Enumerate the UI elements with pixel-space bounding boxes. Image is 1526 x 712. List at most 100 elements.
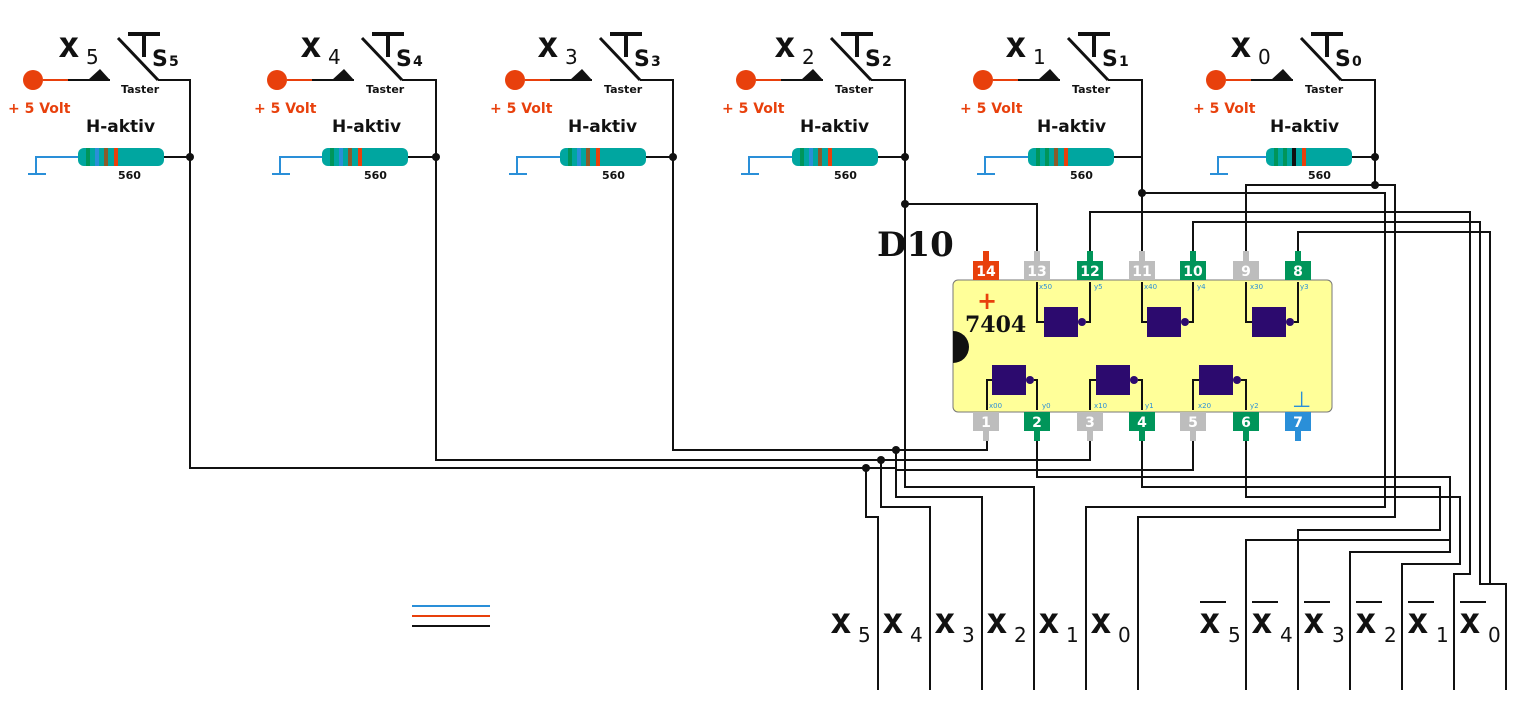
ic-7404: D10 + 7404 ⊥ (877, 225, 1333, 441)
output-name: x (1407, 601, 1429, 642)
output-label-not-x5: x 5 (1199, 601, 1241, 647)
resistor-value: 560 (834, 169, 857, 182)
ground-icon (1210, 156, 1266, 175)
input-label-sub: 2 (802, 45, 815, 69)
haktiv-label: H-aktiv (332, 117, 401, 137)
resistor-value: 560 (1070, 169, 1093, 182)
output-sub: 3 (1332, 623, 1345, 647)
ic-pin-8: 8 y3 (1285, 251, 1311, 291)
output-sub: 1 (1436, 623, 1449, 647)
ic-plus-symbol: + (977, 286, 997, 315)
pin-label: y3 (1300, 283, 1309, 291)
output-label-x2: x 2 (986, 601, 1027, 647)
switch-label-sub: 1 (1119, 54, 1129, 70)
power-terminal-icon (973, 70, 993, 90)
output-sub: 1 (1066, 623, 1079, 647)
legend-lines (412, 605, 490, 627)
output-sub: 2 (1014, 623, 1027, 647)
input-group-x4: x 4 S 4 Taster + 5 Volt H-aktiv 560 (254, 25, 440, 182)
resistor-value: 560 (118, 169, 141, 182)
resistor-icon (560, 148, 646, 166)
inverter-gate-top-1 (1036, 282, 1091, 337)
ic-pin-6: y2 6 (1233, 402, 1259, 441)
switch-contact-icon (332, 69, 354, 80)
pin-label: y0 (1042, 402, 1051, 410)
switch-label-sub: 3 (651, 54, 661, 70)
input-label-sub: 3 (565, 45, 578, 69)
switch-label: S (152, 47, 168, 72)
input-label-x: x (774, 25, 796, 66)
output-sub: 4 (1280, 623, 1293, 647)
ic-pin-12: 12 y5 (1077, 251, 1103, 291)
ic-designator: D10 (877, 225, 954, 265)
input-group-x2: x 2 S 2 Taster + 5 Volt H-aktiv 560 (722, 25, 909, 182)
ground-icon (272, 156, 322, 175)
ic-pin-13: 13 x50 (1024, 251, 1052, 291)
input-label-x: x (537, 25, 559, 66)
input-group-x0: x 0 S 0 Taster + 5 Volt H-aktiv 560 (1193, 25, 1379, 182)
output-name: x (830, 601, 852, 642)
ic-pin-4: y1 4 (1129, 402, 1155, 441)
switch-lever-icon (116, 36, 160, 82)
resistor-icon (1266, 148, 1352, 166)
switch-lever-icon (829, 36, 873, 82)
switch-lever-icon (598, 36, 642, 82)
switch-contact-icon (1271, 69, 1293, 80)
inverter-gate-top-2 (1141, 282, 1194, 337)
inverter-gate-bottom-1 (986, 365, 1038, 410)
pin-number: 5 (1188, 415, 1198, 431)
output-sub: 4 (910, 623, 923, 647)
output-sub: 3 (962, 623, 975, 647)
output-name: x (1355, 601, 1377, 642)
output-name: x (1199, 601, 1221, 642)
output-sub: 5 (858, 623, 871, 647)
switch-label-sub: 5 (169, 54, 179, 70)
input-label-sub: 4 (328, 45, 341, 69)
power-terminal-icon (267, 70, 287, 90)
haktiv-label: H-aktiv (568, 117, 637, 137)
output-name: x (1303, 601, 1325, 642)
switch-label-sub: 2 (882, 54, 892, 70)
switch-contact-icon (1038, 69, 1060, 80)
output-name: x (1090, 601, 1112, 642)
input-group-x5: x 5 S 5 Taster + 5 Volt H-aktiv 560 (8, 25, 194, 182)
volt-label: + 5 Volt (254, 101, 317, 117)
ic-pin-7: 7 (1285, 412, 1311, 441)
ic-notch-icon (953, 331, 969, 363)
pin-number: 9 (1241, 264, 1251, 280)
volt-label: + 5 Volt (8, 101, 71, 117)
switch-contact-icon (570, 69, 592, 80)
switch-lever-icon (1066, 36, 1110, 82)
inverter-gate-bottom-3 (1192, 365, 1247, 410)
pin-number: 2 (1032, 415, 1042, 431)
ic-pin-9: 9 x30 (1233, 251, 1263, 291)
pin-number: 10 (1183, 264, 1203, 280)
volt-label: + 5 Volt (722, 101, 785, 117)
output-label-x3: x 3 (934, 601, 975, 647)
ic-pin-3: x10 3 (1077, 402, 1107, 441)
wiring (189, 157, 1507, 690)
input-group-x1: x 1 S 1 Taster + 5 Volt H-aktiv 560 (960, 25, 1143, 182)
switch-label: S (865, 47, 881, 72)
inverter-gate-bottom-2 (1089, 365, 1143, 410)
taster-label: Taster (366, 83, 405, 96)
haktiv-label: H-aktiv (1270, 117, 1339, 137)
haktiv-label: H-aktiv (800, 117, 869, 137)
pin-label: x20 (1198, 402, 1211, 410)
switch-label: S (1102, 47, 1118, 72)
output-sub: 5 (1228, 623, 1241, 647)
taster-label: Taster (1305, 83, 1344, 96)
output-name: x (882, 601, 904, 642)
output-name: x (1459, 601, 1481, 642)
input-label-sub: 1 (1033, 45, 1046, 69)
input-stage: x 5 S 5 Taster + 5 Volt H-aktiv 560 x 4 … (8, 25, 1379, 182)
pin-label: x40 (1144, 283, 1157, 291)
output-name: x (1251, 601, 1273, 642)
input-group-x3: x 3 S 3 Taster + 5 Volt H-aktiv 560 (490, 25, 677, 182)
pin-label: x10 (1094, 402, 1107, 410)
haktiv-label: H-aktiv (1037, 117, 1106, 137)
input-label-x: x (1005, 25, 1027, 66)
resistor-icon (78, 148, 164, 166)
power-terminal-icon (23, 70, 43, 90)
